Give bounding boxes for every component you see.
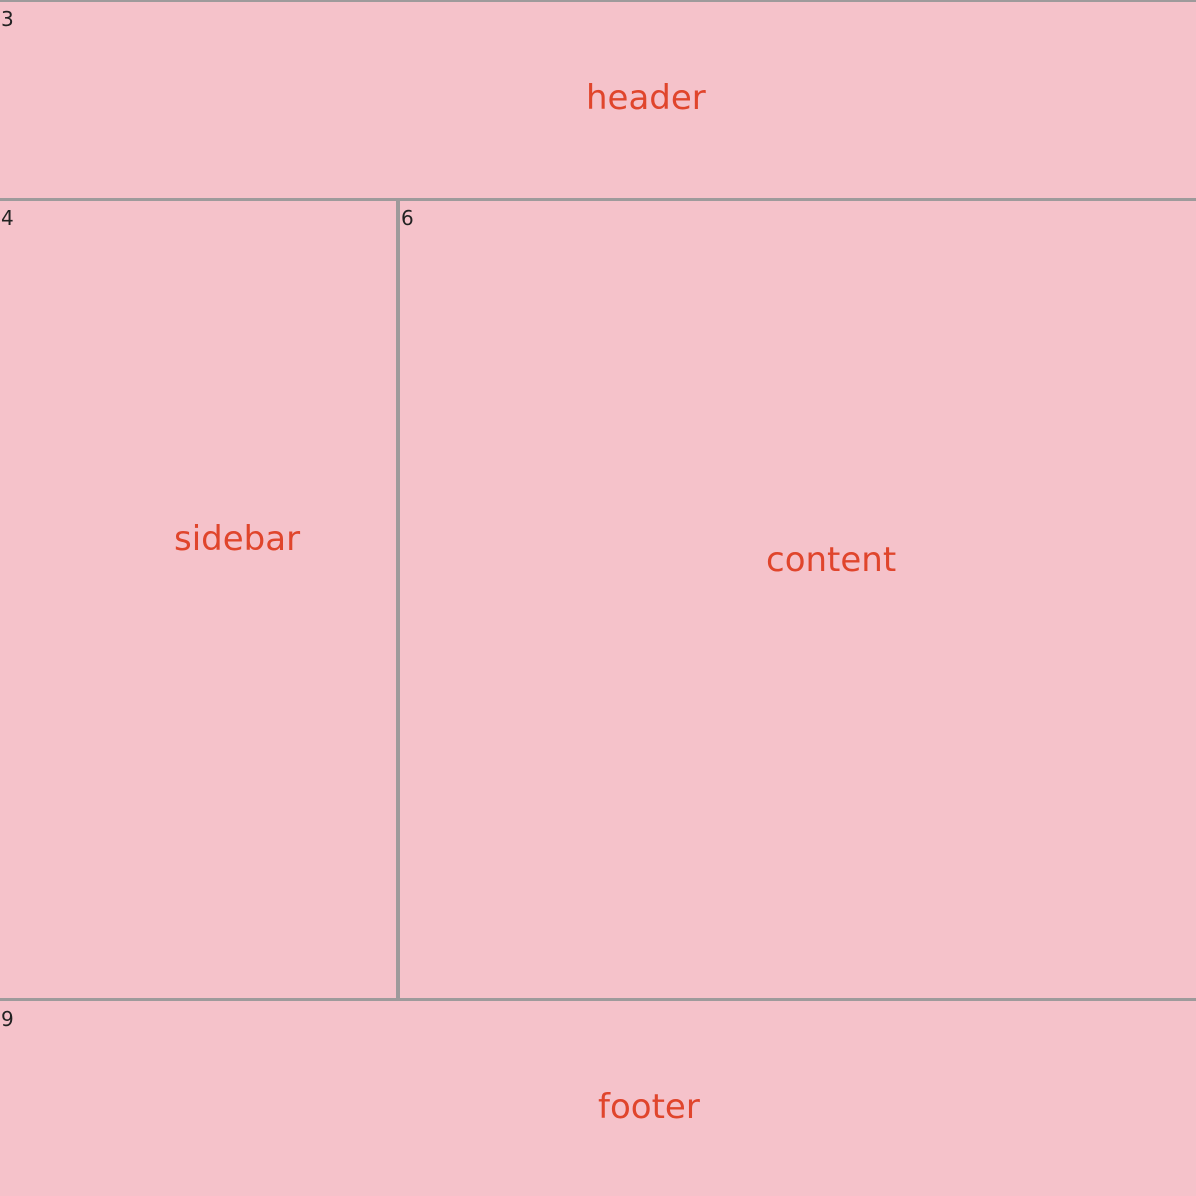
header-divider (0, 198, 1196, 201)
footer-divider (0, 998, 1196, 1001)
content-region: 6 content (400, 201, 1196, 998)
content-region-number: 6 (401, 206, 414, 230)
header-region-number: 3 (1, 7, 14, 31)
header-region-label: header (586, 78, 706, 118)
sidebar-divider (396, 201, 400, 998)
content-region-label: content (766, 540, 897, 580)
sidebar-region-number: 4 (1, 206, 14, 230)
footer-region-label: footer (598, 1087, 700, 1127)
sidebar-region-label: sidebar (174, 519, 301, 559)
footer-region-number: 9 (1, 1007, 14, 1031)
footer-region: 9 footer (0, 1002, 1196, 1196)
sidebar-region: 4 sidebar (0, 201, 396, 998)
header-region: 3 header (0, 2, 1196, 198)
